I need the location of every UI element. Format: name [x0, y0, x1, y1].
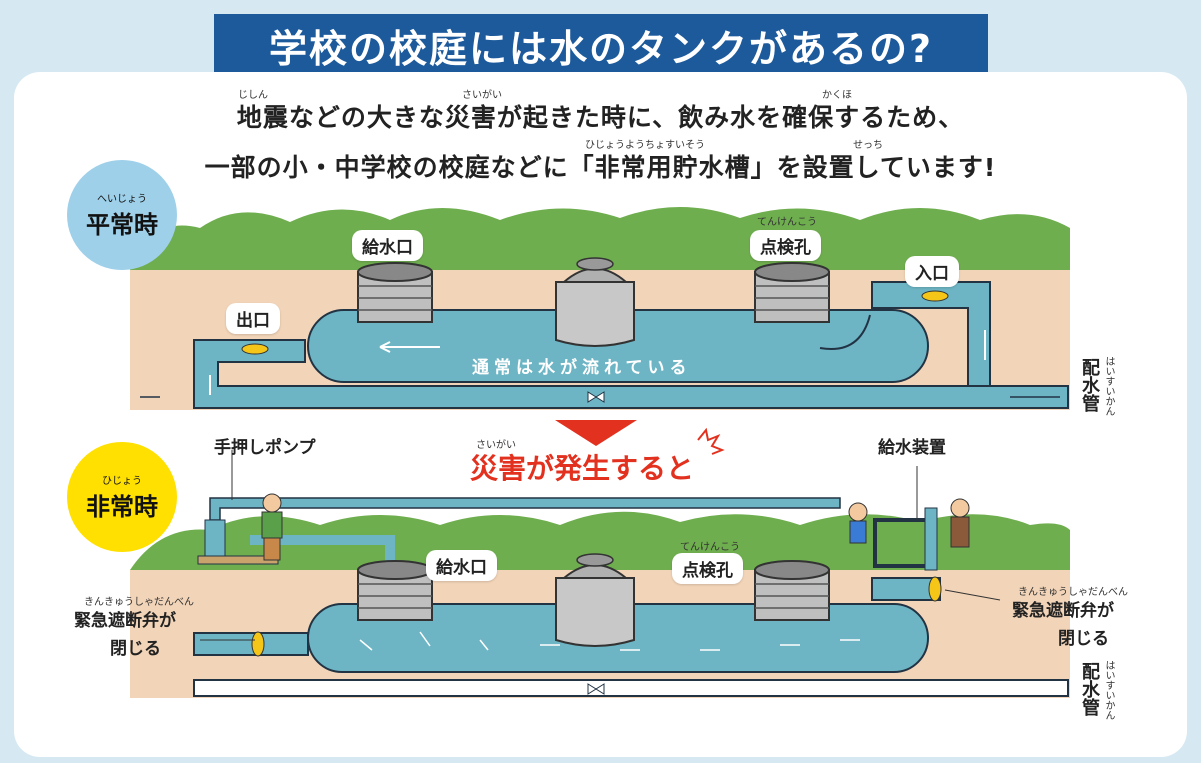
page-title: 学校の校庭には水のタンクがあるの?	[214, 14, 988, 76]
hand-pump-person	[197, 493, 283, 565]
valve-label-left-2: 閉じる	[110, 639, 161, 659]
water-supply-device	[848, 498, 970, 571]
valve-label-left-1: 緊急遮断弁が	[74, 611, 176, 631]
supply-inlet-label-emergency: 給水口	[426, 550, 497, 581]
ruby-hijouyou: ひじょうようちょすいそう	[585, 140, 705, 151]
outlet-pipe-normal	[193, 339, 1069, 409]
emergency-valve-left	[251, 631, 265, 657]
entrance-label: 入口	[905, 256, 959, 287]
main-pipe-emergency	[193, 679, 1069, 697]
inspection-hole-label-emergency: 点検孔	[672, 553, 743, 584]
outlet-pipe-emergency	[193, 632, 309, 656]
inlet-pipe-normal	[871, 281, 991, 387]
valve-ruby-left: きんきゅうしゃだんべん	[84, 597, 194, 608]
supply-inlet-normal	[357, 262, 433, 323]
inlet-pipe-emergency	[871, 577, 941, 601]
ruby-kakuho: かくほ	[822, 90, 852, 101]
pipe-ruby-normal: はいすいかん	[1103, 356, 1114, 416]
ruby-secchi: せっち	[853, 140, 883, 151]
valve-icon-emergency	[587, 683, 605, 695]
inspection-ruby-emergency: てんけんこう	[680, 542, 740, 553]
ruby-jishin: じしん	[238, 90, 268, 101]
down-arrow-icon	[555, 420, 637, 446]
valve-icon-normal	[587, 391, 605, 403]
intro-line-2: 一部の小・中学校の校庭などに「非常用貯水槽」を設置しています!	[204, 153, 997, 182]
inspection-ruby: てんけんこう	[757, 217, 817, 228]
inspection-hole-normal	[754, 262, 830, 323]
exit-label: 出口	[226, 303, 280, 334]
ruby-saigai: さいがい	[462, 90, 502, 101]
flow-text: 通常は水が流れている	[472, 358, 692, 378]
alert-burst-icon	[697, 427, 725, 455]
valve-ruby-right: きんきゅうしゃだんべん	[1018, 587, 1128, 598]
inspection-hole-emergency	[754, 560, 830, 621]
pipe-label-normal: 配水管	[1079, 358, 1100, 412]
emergency-time-badge: ひじょう 非常時	[67, 442, 177, 552]
pipe-ruby-emergency: はいすいかん	[1103, 660, 1114, 720]
disaster-ruby: さいがい	[476, 440, 516, 451]
supply-inlet-emergency	[357, 560, 433, 621]
valve-label-right-2: 閉じる	[1058, 629, 1109, 649]
supply-device-label: 給水装置	[878, 438, 946, 458]
center-tower-emergency	[555, 553, 635, 647]
intro-line-1: 地震などの大きな災害が起きた時に、飲み水を確保するため、	[236, 103, 965, 132]
normal-time-badge: へいじょう 平常時	[67, 160, 177, 270]
supply-inlet-label: 給水口	[352, 230, 423, 261]
valve-label-right-1: 緊急遮断弁が	[1012, 601, 1114, 621]
trees-emergency	[130, 511, 1070, 572]
inspection-hole-label: 点検孔	[750, 230, 821, 261]
disaster-occurs-text: 災害が発生すると	[470, 452, 695, 485]
center-tower-normal	[555, 257, 635, 347]
entrance-valve	[921, 290, 949, 302]
emergency-valve-right	[928, 576, 942, 602]
hand-pump-label: 手押しポンプ	[214, 438, 316, 458]
pipe-label-emergency: 配水管	[1079, 662, 1100, 716]
exit-valve	[241, 343, 269, 355]
